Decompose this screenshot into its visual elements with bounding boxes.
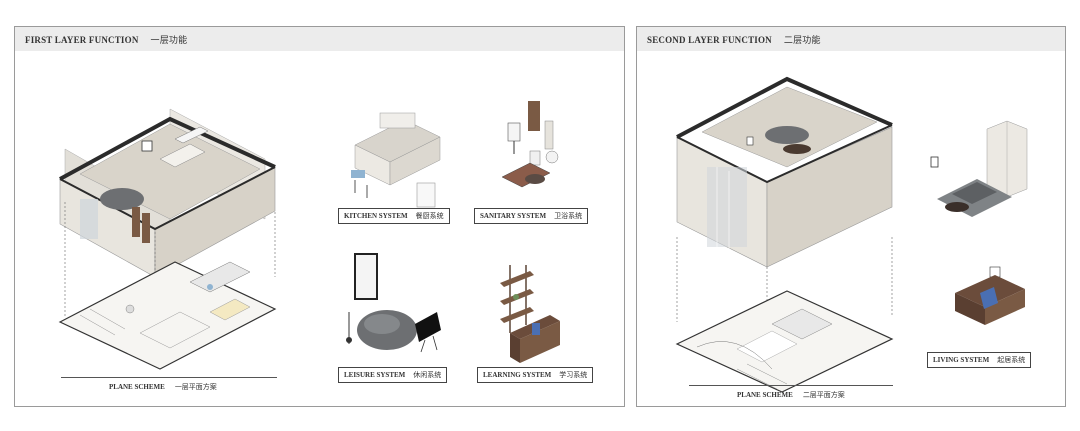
leisure-illustration [346,253,441,353]
first-layer-plan [58,261,277,370]
sanitary-illustration [501,101,559,188]
first-layer-axonometric [59,108,276,278]
second-plane-rule [689,385,893,386]
first-plane-rule [61,377,277,378]
second-layer-plan [675,290,894,393]
learning-illustration [500,265,560,363]
second-layer-axonometric [676,76,893,268]
second-layer-guides [676,237,893,337]
living-bedroom-illustration [930,120,1028,217]
kitchen-illustration [351,112,441,208]
living-desk-illustration [955,266,1025,325]
